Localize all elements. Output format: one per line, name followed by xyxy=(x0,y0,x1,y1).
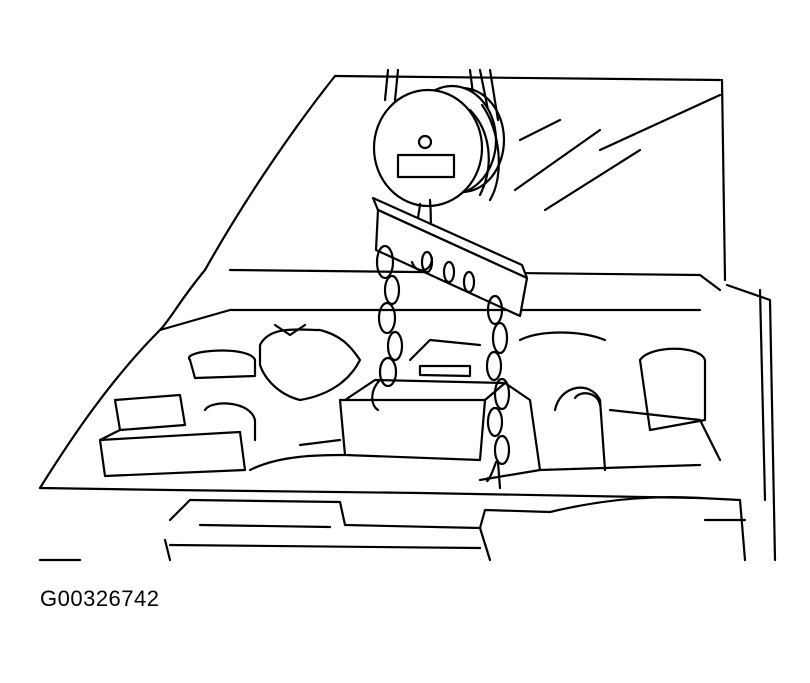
left-lift-chain xyxy=(371,244,404,412)
vehicle-hood xyxy=(158,74,777,562)
right-lift-chain xyxy=(485,294,511,490)
figure-id-label: G00326742 xyxy=(40,586,160,611)
engine-bay xyxy=(98,323,722,482)
engine-hoist-illustration xyxy=(38,68,777,562)
spreader-bar xyxy=(371,196,529,318)
vehicle-body xyxy=(38,268,747,562)
hoist-pulley xyxy=(372,84,506,208)
